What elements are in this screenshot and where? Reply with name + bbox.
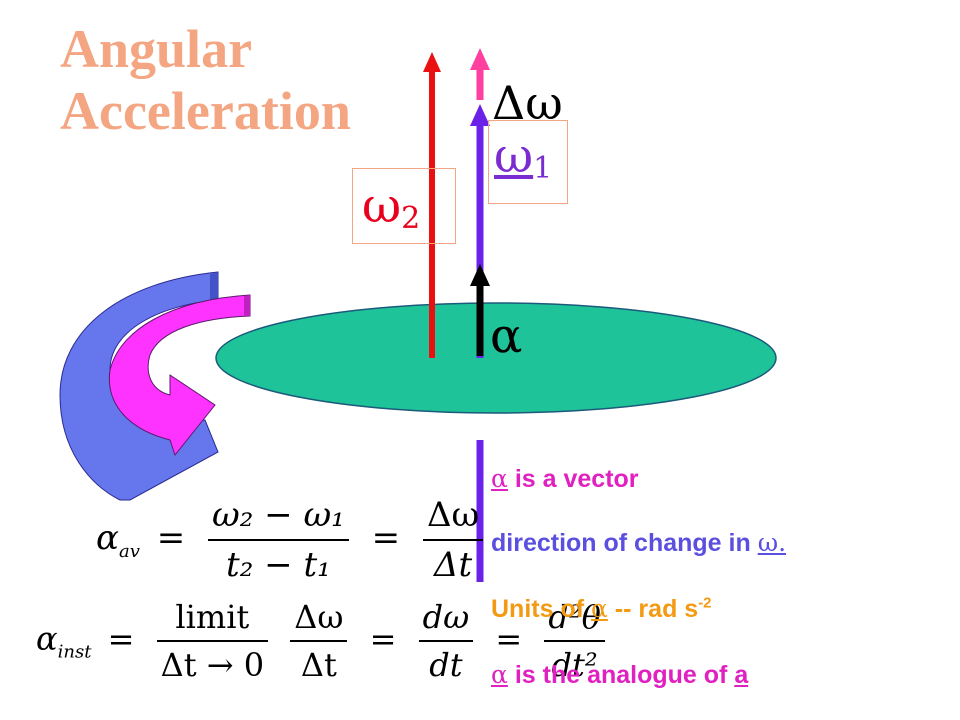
omega2-label: ω2 [362,178,420,236]
note-alpha-is-vector: α is a vector [491,464,639,494]
eq2-den-2: dt [429,646,463,684]
omega1-subscript: 1 [533,151,553,186]
eq1-fraction-1: ω₂ − ω₁ t₂ − t₁ [208,495,349,585]
eq2-equals-2: = [369,619,397,658]
eq1-fraction-2: Δω Δt [422,495,484,585]
alpha-arrow [470,264,490,356]
eq1-lhs: α [96,518,119,558]
slide-title: Angular Acceleration [60,18,351,142]
eq2-limit-word: limit [156,598,269,642]
eq2-den-1: Δt [300,646,337,684]
note2-text: direction of change in [491,529,758,557]
eq1-equals-2: = [371,518,401,558]
rotating-disk [215,302,777,414]
eq2-num-3: d²θ [544,598,605,642]
eq2-equals-1: = [107,619,135,658]
note-direction-of-change: direction of change in ω. [491,528,786,558]
eq2-limit: limit Δt → 0 [156,598,269,684]
omega2-label-box [352,168,456,244]
note4-alpha: α [491,660,508,689]
title-line-1: Angular [60,19,253,79]
eq2-den-3: dt² [551,646,598,684]
omega1-label: ω1 [494,128,552,186]
eq2-fraction-1: Δω Δt [290,598,348,684]
note4-text: is the analogue of [507,661,735,689]
alpha-label: α [490,308,523,364]
eq1-den-1: t₂ − t₁ [226,545,331,585]
omega2-arrow [423,52,441,358]
omega2-subscript: 2 [401,201,421,236]
eq2-fraction-3: d²θ dt² [544,598,605,684]
eq2-num-2: dω [418,598,474,642]
omega2-symbol: ω [362,178,402,234]
eq1-num-1: ω₂ − ω₁ [208,495,349,541]
omega1-label-box [488,120,568,204]
note3-post: -- rad s [607,595,699,623]
note2-omega: ω. [757,528,787,557]
eq1-num-2: Δω [422,495,484,541]
note3-pre: Units of [491,595,591,623]
eq2-equals-3: = [495,619,523,658]
note1-alpha: α [491,464,508,493]
note3-alpha: α [591,594,608,623]
eq2-lhs: α [36,619,58,658]
note1-text: is a vector [507,465,639,493]
note-units: Units of α -- rad s-2 [491,594,712,624]
eq2-fraction-2: dω dt [418,598,474,684]
title-line-2: Acceleration [60,81,351,141]
note-analogue: α is the analogue of a [491,660,748,690]
note3-exponent: -2 [698,594,712,612]
instantaneous-angular-acceleration-equation: αinst = limit Δt → 0 Δω Δt = dω dt = d²θ… [36,598,611,684]
eq2-num-1: Δω [290,598,348,642]
eq1-den-2: Δt [433,545,473,585]
omega1-symbol: ω [494,128,534,184]
eq1-lhs-sub: av [118,541,140,562]
eq2-limit-condition: Δt → 0 [160,646,265,684]
rotation-arrow-inner [108,294,251,457]
eq1-equals-1: = [156,518,186,558]
eq2-lhs-sub: inst [57,641,92,663]
delta-omega-label: Δω [492,76,563,130]
delta-omega-arrow [470,48,490,100]
note4-linear-acceleration: a [734,661,749,689]
average-angular-acceleration-equation: αav = ω₂ − ω₁ t₂ − t₁ = Δω Δt [96,495,489,585]
